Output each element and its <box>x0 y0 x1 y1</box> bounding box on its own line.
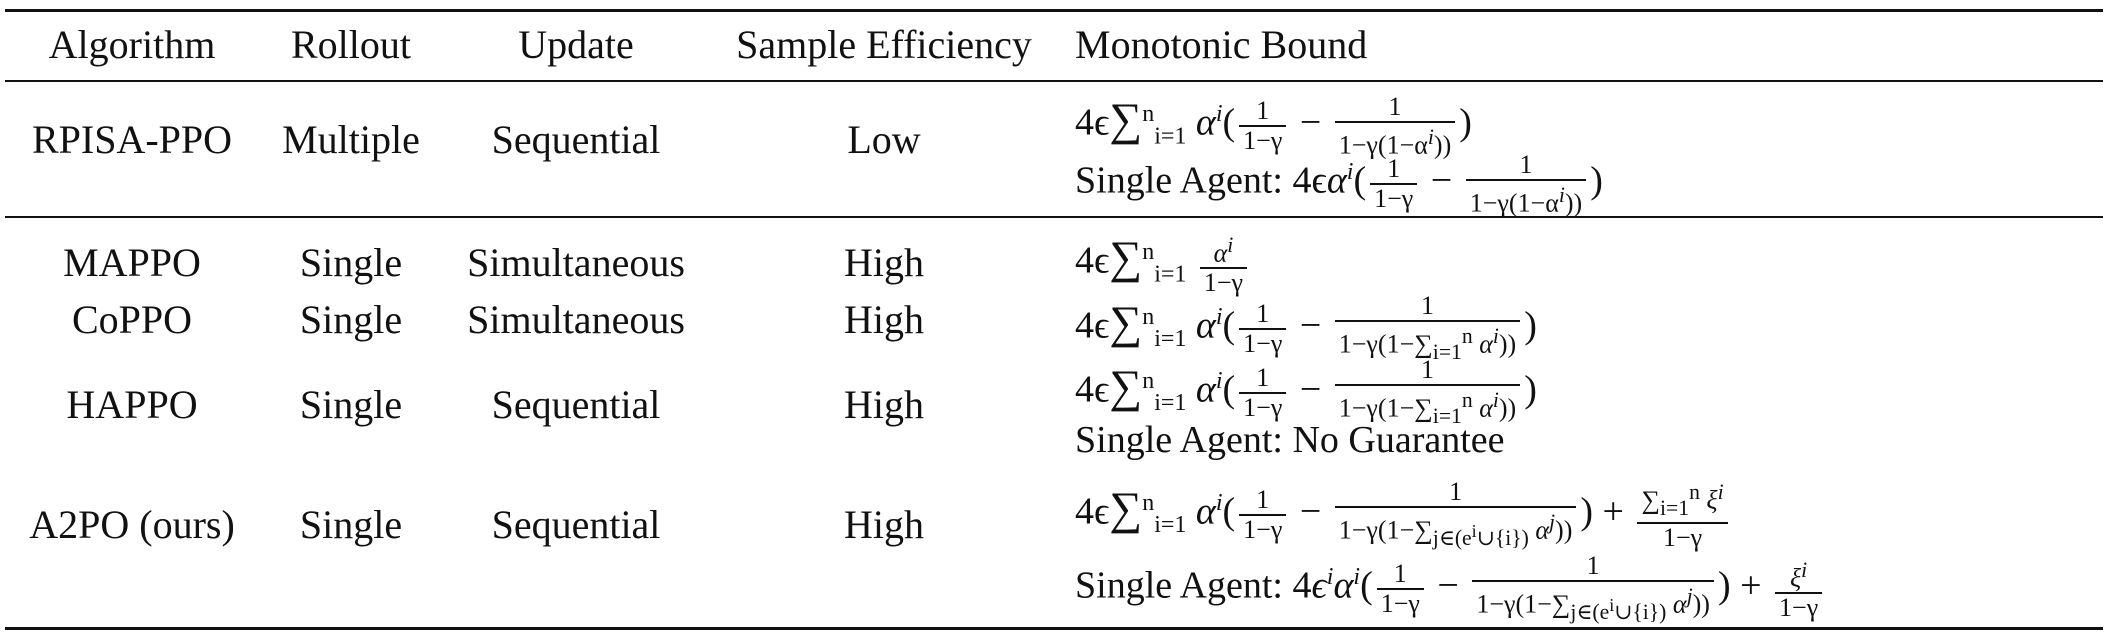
row-coppo-efficiency: High <box>844 297 924 342</box>
group-rule <box>5 216 2103 218</box>
row-mappo-rollout: Single <box>299 240 403 285</box>
header-sample-efficiency: Sample Efficiency <box>736 22 1032 67</box>
header-update: Update <box>518 22 634 67</box>
row-happo-update: Sequential <box>491 382 661 427</box>
header-rollout: Rollout <box>290 22 412 67</box>
row-rpisa-update: Sequential <box>491 117 661 162</box>
row-rpisa-algorithm: RPISA-PPO <box>31 117 233 162</box>
row-happo-efficiency: High <box>844 382 924 427</box>
row-happo-rollout: Single <box>299 382 403 427</box>
row-coppo-rollout: Single <box>299 297 403 342</box>
row-mappo-update: Simultaneous <box>467 240 685 285</box>
row-happo-algorithm: HAPPO <box>66 382 198 427</box>
row-coppo-algorithm: CoPPO <box>71 297 193 342</box>
row-a2po-efficiency: High <box>844 502 924 547</box>
row-rpisa-rollout: Multiple <box>282 117 420 162</box>
happo-bound-line-2: Single Agent: No Guarantee <box>1075 419 1505 461</box>
row-a2po-algorithm: A2PO (ours) <box>29 502 235 547</box>
header-monotonic-bound: Monotonic Bound <box>1075 22 1368 67</box>
row-mappo-algorithm: MAPPO <box>63 240 201 285</box>
top-rule <box>5 9 2103 12</box>
row-mappo-efficiency: High <box>844 240 924 285</box>
header-algorithm: Algorithm <box>48 22 216 67</box>
row-coppo-update: Simultaneous <box>467 297 685 342</box>
row-a2po-update: Sequential <box>491 502 661 547</box>
header-rule <box>5 80 2103 82</box>
bottom-rule <box>5 627 2103 630</box>
row-rpisa-efficiency: Low <box>847 117 921 162</box>
row-a2po-rollout: Single <box>299 502 403 547</box>
